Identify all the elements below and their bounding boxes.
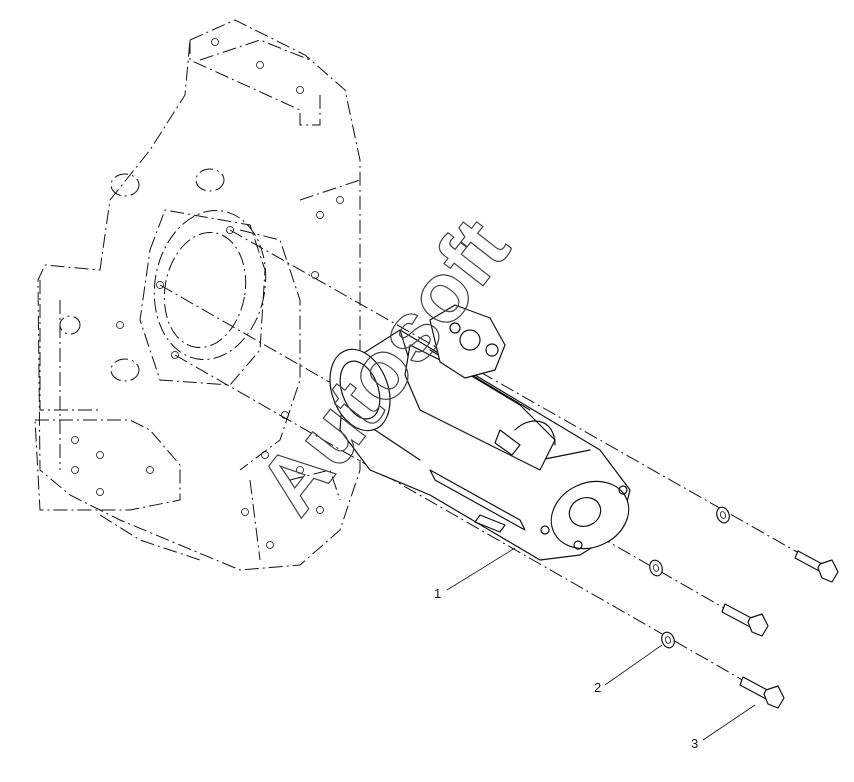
housing-bolt-holes: [71, 38, 344, 549]
callout-2: 2: [594, 680, 601, 695]
callout-leaders: [446, 547, 756, 741]
washer-part-2: [649, 506, 730, 649]
callout-3: 3: [691, 736, 698, 751]
bolt-upper: [794, 550, 839, 583]
bolt-lower: [739, 676, 785, 709]
bolt-part-3: [721, 550, 839, 709]
bolt-middle: [721, 603, 769, 637]
starter-motor: [329, 304, 631, 561]
callout-1: 1: [434, 586, 441, 601]
flywheel-housing: [34, 19, 361, 571]
